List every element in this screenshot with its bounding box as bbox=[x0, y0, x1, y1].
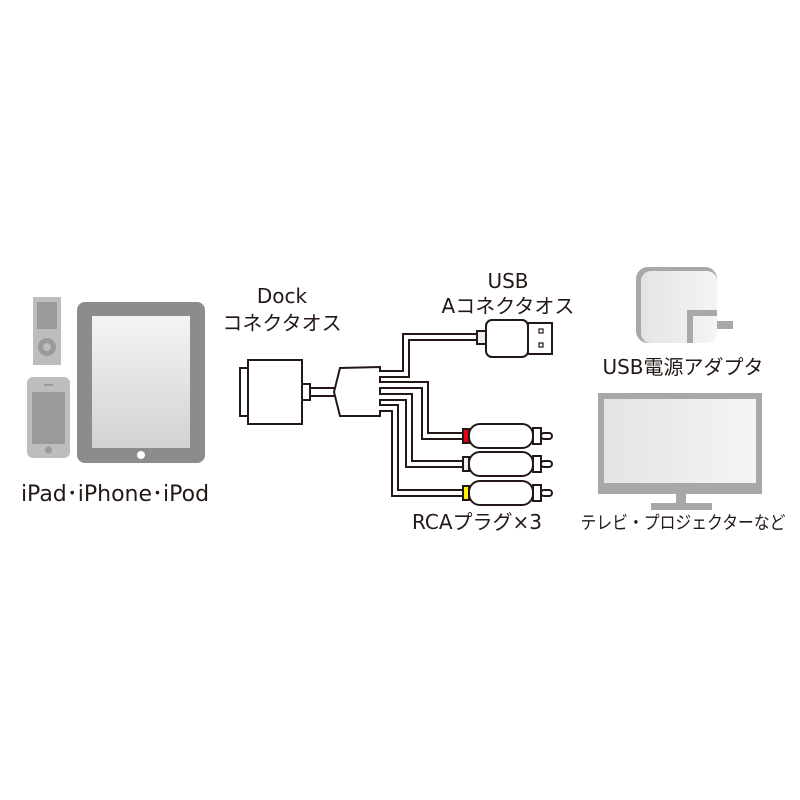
ipad-icon bbox=[77, 302, 205, 463]
cable-wires bbox=[378, 333, 478, 497]
dock-label-line1: Dock bbox=[257, 284, 308, 308]
usb-label-line2: Aコネクタオス bbox=[442, 294, 575, 318]
rca-plug-yellow bbox=[462, 480, 553, 506]
tv-label: テレビ・プロジェクターなど bbox=[581, 513, 786, 534]
tv-monitor-icon bbox=[598, 393, 762, 510]
usb-label-line1: USB bbox=[487, 269, 528, 293]
iphone-icon bbox=[27, 377, 70, 458]
rca-plug-white bbox=[462, 451, 553, 477]
dock-connector-icon bbox=[239, 359, 381, 425]
ipod-icon bbox=[33, 297, 61, 365]
usb-a-plug-icon bbox=[476, 319, 553, 358]
usb-power-adapter-icon bbox=[636, 267, 733, 343]
devices-label: iPad･iPhone･iPod bbox=[21, 482, 209, 507]
dock-label-line2: コネクタオス bbox=[222, 311, 341, 335]
rca-plug-red bbox=[462, 423, 553, 449]
adapter-label: USB電源アダプタ bbox=[602, 355, 763, 379]
rca-label: RCAプラグ×3 bbox=[412, 510, 542, 534]
